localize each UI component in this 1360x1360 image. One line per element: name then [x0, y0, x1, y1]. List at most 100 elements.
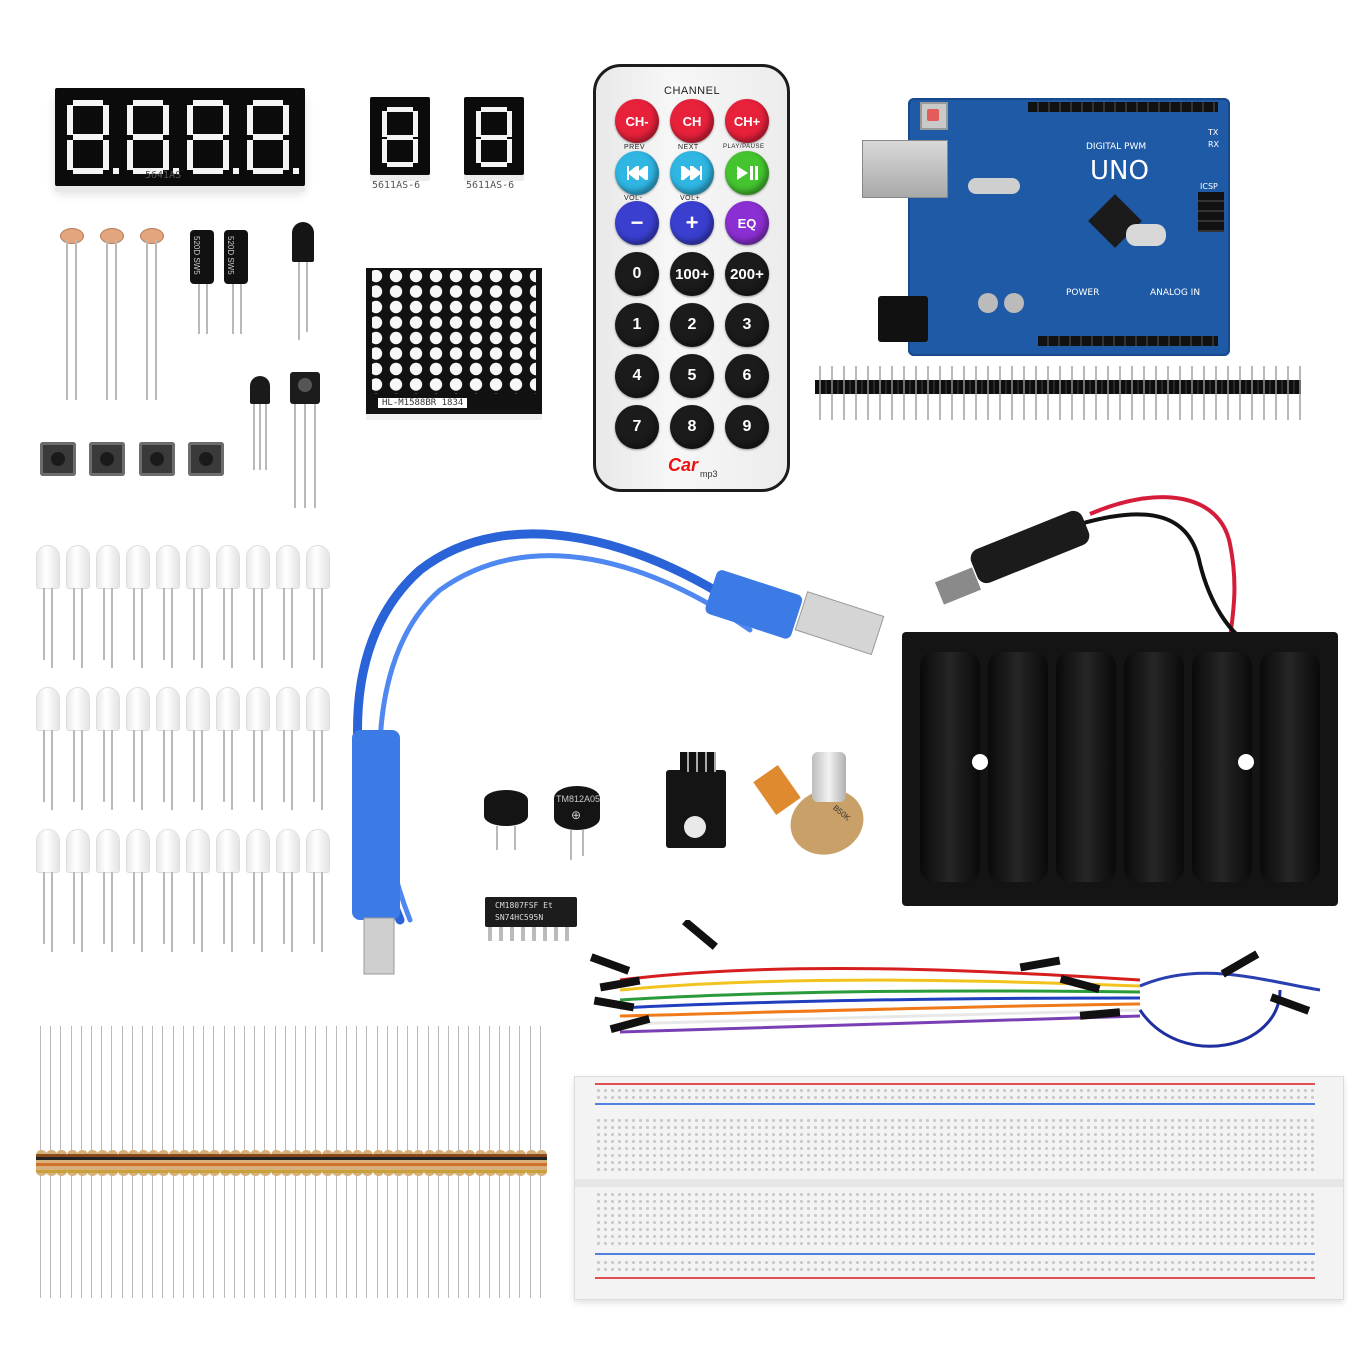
photoresistor: [100, 228, 124, 244]
buzzer-label: TM812A05: [556, 794, 601, 804]
led: [67, 688, 89, 730]
lead: [163, 588, 165, 660]
led: [37, 688, 59, 730]
ch-button[interactable]: CH: [670, 99, 714, 143]
lead: [171, 872, 173, 952]
photoresistor: [60, 228, 84, 244]
prev-button[interactable]: [615, 151, 659, 195]
seven-segment-digits: [67, 100, 299, 174]
power-rail-holes: [595, 1087, 1315, 1101]
ch-minus-button[interactable]: CH-: [615, 99, 659, 143]
dc-plug-cable: [934, 495, 1251, 646]
lead: [75, 240, 77, 400]
resistor: [525, 1150, 537, 1176]
lead: [81, 730, 83, 810]
lead: [43, 872, 45, 944]
lead: [155, 240, 157, 400]
button-200-plus[interactable]: 200+: [725, 252, 769, 296]
lead: [111, 730, 113, 810]
button-5[interactable]: 5: [670, 354, 714, 398]
led: [97, 546, 119, 588]
resistor: [66, 1150, 78, 1176]
button-2[interactable]: 2: [670, 303, 714, 347]
lead: [259, 404, 261, 470]
resistor: [158, 1150, 170, 1176]
lead: [133, 730, 135, 802]
lead: [321, 872, 323, 952]
vol-plus-label: VOL+: [680, 195, 701, 202]
reset-button[interactable]: [920, 102, 948, 130]
led: [127, 830, 149, 872]
lead: [171, 730, 173, 810]
lead: [253, 588, 255, 660]
button-3[interactable]: 3: [725, 303, 769, 347]
resistor: [362, 1150, 374, 1176]
button-7[interactable]: 7: [615, 405, 659, 449]
button-1[interactable]: 1: [615, 303, 659, 347]
led: [307, 688, 329, 730]
button-4[interactable]: 4: [615, 354, 659, 398]
shift-register-chip: CM1807FSF Et SN74HC595N: [485, 897, 577, 927]
lead: [291, 730, 293, 810]
next-button[interactable]: [670, 151, 714, 195]
lead: [51, 588, 53, 668]
resistor: [56, 1150, 68, 1176]
lead: [253, 404, 255, 470]
resistor: [117, 1150, 129, 1176]
module-pins: [680, 752, 716, 772]
lead: [146, 240, 148, 400]
power-analog-header: [1038, 336, 1218, 346]
vol-minus-button[interactable]: −: [615, 201, 659, 245]
resistor: [178, 1150, 190, 1176]
seven-segment-digit: [476, 107, 512, 167]
capacitor: 520D SW5: [190, 230, 214, 284]
jumper-wires: [589, 920, 1321, 1048]
rgb-led-module: [666, 770, 726, 848]
lead: [141, 730, 143, 810]
resistor: [515, 1150, 527, 1176]
next-label: NEXT: [678, 144, 699, 151]
resistor: [454, 1150, 466, 1176]
lead: [201, 872, 203, 952]
terminal-holes-bottom: [595, 1191, 1315, 1249]
button-100-plus[interactable]: 100+: [670, 252, 714, 296]
lead: [111, 588, 113, 668]
capacitor-label: 520D SW5: [192, 236, 201, 275]
lead: [198, 284, 200, 334]
resistor: [240, 1150, 251, 1176]
lead: [223, 872, 225, 944]
button-0[interactable]: 0: [615, 252, 659, 296]
single-digit-display: [464, 97, 524, 175]
digital-header: [1028, 102, 1218, 112]
usb-cable: [352, 529, 885, 975]
resistor: [36, 1150, 47, 1176]
four-digit-seven-segment-display: [55, 88, 305, 186]
lead: [73, 872, 75, 944]
lead: [206, 284, 208, 334]
button-9[interactable]: 9: [725, 405, 769, 449]
resistor: [229, 1150, 241, 1176]
led: [187, 546, 209, 588]
vol-plus-button[interactable]: +: [670, 201, 714, 245]
transistor: [250, 376, 270, 404]
lead: [201, 588, 203, 668]
lead: [193, 872, 195, 944]
usb-mini-plug-housing: [352, 730, 400, 920]
lead: [261, 730, 263, 810]
led: [217, 546, 239, 588]
button-6[interactable]: 6: [725, 354, 769, 398]
lead: [304, 404, 306, 508]
ir-receiver-dome: [298, 378, 312, 392]
seven-segment-digit: [382, 107, 418, 167]
ch-plus-button[interactable]: CH+: [725, 99, 769, 143]
button-8[interactable]: 8: [670, 405, 714, 449]
led: [187, 830, 209, 872]
resistor: [148, 1150, 160, 1176]
play-pause-button[interactable]: [725, 151, 769, 195]
eq-button[interactable]: EQ: [725, 201, 769, 245]
lead: [232, 284, 234, 334]
lead: [231, 730, 233, 810]
active-buzzer: TM812A05 ⊕: [554, 786, 600, 830]
led: [307, 830, 329, 872]
usb-b-port: [862, 140, 948, 198]
